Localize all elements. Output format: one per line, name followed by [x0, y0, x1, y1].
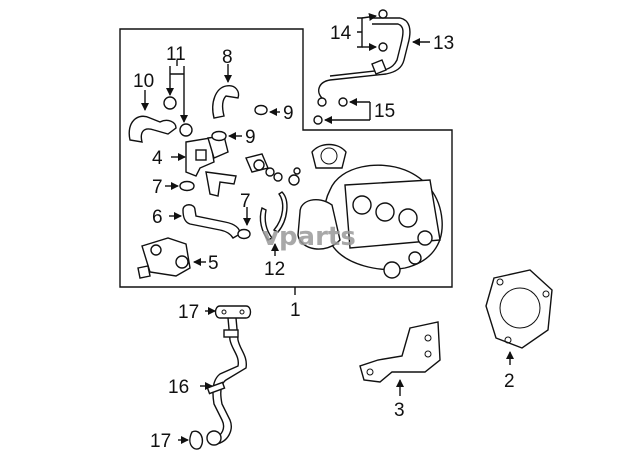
- callout-7-upper: 7: [152, 177, 163, 198]
- callout-17-upper: 17: [178, 302, 199, 323]
- callout-9-lower: 9: [245, 127, 256, 148]
- part-7-clamp-lower: [237, 228, 251, 240]
- callout-8: 8: [222, 47, 233, 68]
- banjo-bolt-and-washers: [245, 153, 301, 186]
- part-6-hose: [182, 204, 241, 239]
- callout-10: 10: [133, 71, 154, 92]
- callout-9-upper: 9: [283, 103, 294, 124]
- callout-5: 5: [208, 253, 219, 274]
- part-4-bracket: [185, 135, 229, 177]
- callout-16: 16: [168, 377, 189, 398]
- part-16-pipe: [206, 317, 248, 445]
- turbocharger: [297, 143, 443, 279]
- part-10-hose: [128, 115, 177, 143]
- callout-7-lower: 7: [240, 191, 251, 212]
- watermark-text: vparts: [262, 222, 356, 252]
- part-11-clamps: [163, 96, 193, 137]
- part-17-gasket-lower: [189, 430, 222, 450]
- callout-17-lower: 17: [150, 431, 171, 452]
- part-3-bracket: [359, 321, 441, 383]
- assembly-frame: [119, 28, 453, 288]
- callout-14: 14: [330, 23, 352, 44]
- part-2-gasket: [485, 269, 553, 349]
- part-5-actuator: [137, 237, 191, 279]
- part-9-clamp-upper: [254, 104, 268, 116]
- callout-11: 11: [166, 44, 186, 65]
- callout-1: 1: [290, 300, 301, 321]
- callout-4: 4: [152, 148, 163, 169]
- callout-15: 15: [374, 101, 395, 122]
- part-14-washers: [378, 9, 388, 52]
- part-8-hose: [212, 84, 240, 119]
- callout-6: 6: [152, 207, 163, 228]
- part-12-pipe: [259, 207, 274, 241]
- part-9-clamp-lower: [211, 130, 227, 142]
- part-17-gasket-upper: [214, 305, 252, 319]
- callout-12: 12: [264, 259, 285, 280]
- callout-3: 3: [394, 400, 405, 421]
- oil-line-fitting: [371, 59, 387, 75]
- part-7-clamp-upper: [179, 180, 195, 192]
- callout-13: 13: [433, 33, 454, 54]
- part-13-oil-line: [318, 17, 411, 99]
- part-15-washers: [313, 97, 348, 125]
- mounting-bracket: [205, 171, 237, 197]
- callout-2: 2: [504, 371, 515, 392]
